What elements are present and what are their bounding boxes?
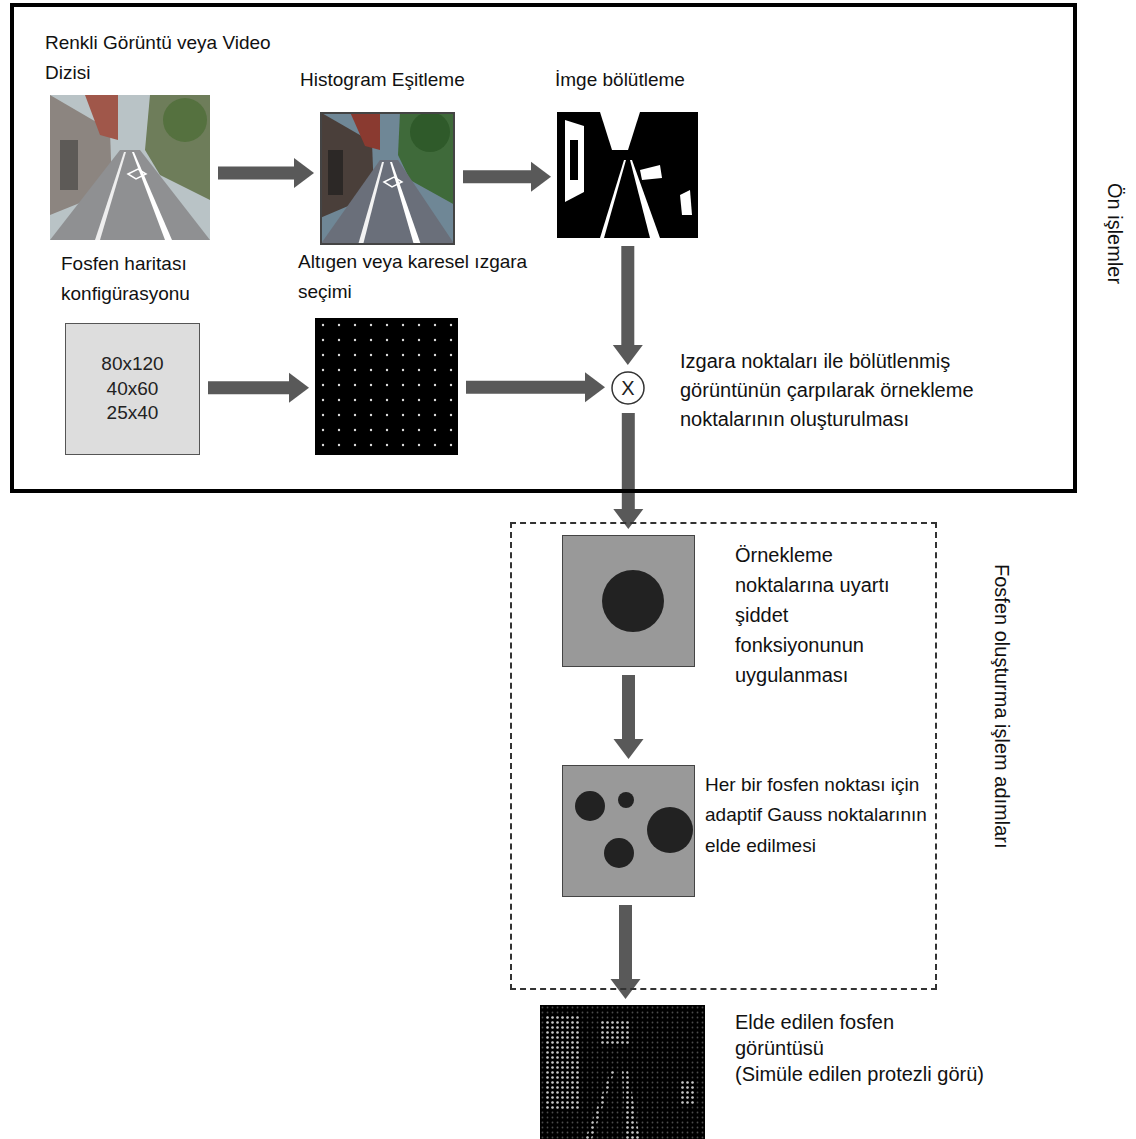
flow-arrow: [611, 905, 641, 999]
step-box: Her bir fosfen noktası için adaptif Gaus…: [562, 765, 695, 897]
arrow-head: [585, 372, 605, 402]
config-box: Fosfen haritası konfigürasyonu80x120 40x…: [65, 323, 200, 455]
image-caption: İmge bölütleme: [555, 65, 755, 94]
flow-arrow: [208, 373, 309, 403]
image-caption: Renkli Görüntü veya Video Dizisi: [45, 28, 275, 87]
flow-arrow: [613, 413, 643, 529]
equalized-photo: [320, 112, 455, 245]
circle-shape: [612, 372, 644, 404]
step-description: Örnekleme noktalarına uyartı şiddet fonk…: [735, 540, 915, 690]
image-box: İmge bölütleme: [557, 112, 698, 238]
flow-arrow: [463, 162, 551, 192]
process-region: Ön işlemlerRenkli Görüntü veya Video Diz…: [10, 3, 1077, 493]
street-photo: [50, 95, 210, 240]
arrow-shaft: [208, 381, 289, 394]
flow-arrow: [466, 372, 605, 402]
arrow-head: [289, 373, 309, 403]
flow-arrow: [218, 158, 314, 188]
flow-arrow: [614, 675, 644, 759]
grid-image: [315, 318, 458, 455]
process-region: Fosfen oluşturma işlem adımlarıÖrnekleme…: [510, 522, 937, 990]
arrow-shaft: [621, 246, 634, 345]
image-box: Altıgen veya karesel ızgara seçimi: [315, 318, 458, 455]
arrow-head: [613, 509, 643, 529]
caption-group: Elde edilen fosfen görüntüsü(Simüle edil…: [735, 1009, 985, 1087]
image-caption: Altıgen veya karesel ızgara seçimi: [298, 247, 528, 306]
step-box: Örnekleme noktalarına uyartı şiddet fonk…: [562, 535, 695, 667]
arrow-shaft: [218, 167, 294, 180]
step-description: Izgara noktaları ile bölütlenmiş görüntü…: [680, 347, 1052, 434]
image-caption: Histogram Eşitleme: [300, 65, 520, 94]
arrow-head: [613, 345, 643, 365]
image-box: Renkli Görüntü veya Video Dizisi: [50, 95, 210, 240]
intensity-figure: [562, 535, 695, 667]
image-box: Elde edilen fosfen görüntüsü(Simüle edil…: [540, 1005, 705, 1139]
flow-arrow: [613, 246, 643, 365]
region-title: Ön işlemler: [1103, 183, 1127, 284]
arrow-head: [531, 162, 551, 192]
image-box: Histogram Eşitleme: [320, 112, 455, 245]
phosphene-image: [540, 1005, 705, 1139]
arrow-head: [614, 739, 644, 759]
arrow-shaft: [466, 381, 585, 394]
region-title: Fosfen oluşturma işlem adımları: [990, 564, 1014, 849]
result-caption: Elde edilen fosfen görüntüsü: [735, 1009, 985, 1061]
config-values: 80x120 40x60 25x40: [101, 352, 163, 426]
box-caption: Fosfen haritası konfigürasyonu: [61, 249, 261, 308]
arrow-shaft: [463, 170, 531, 183]
gauss-figure: [562, 765, 695, 897]
segmented-image: [557, 112, 698, 238]
arrow-shaft: [622, 413, 635, 509]
multiply-symbol: X: [611, 371, 645, 405]
arrow-shaft: [622, 675, 635, 739]
arrow-shaft: [619, 905, 632, 979]
result-caption: (Simüle edilen protezli görü): [735, 1061, 985, 1087]
multiply-circle: XIzgara noktaları ile bölütlenmiş görünt…: [611, 371, 645, 405]
arrow-head: [294, 158, 314, 188]
step-description: Her bir fosfen noktası için adaptif Gaus…: [705, 770, 927, 861]
